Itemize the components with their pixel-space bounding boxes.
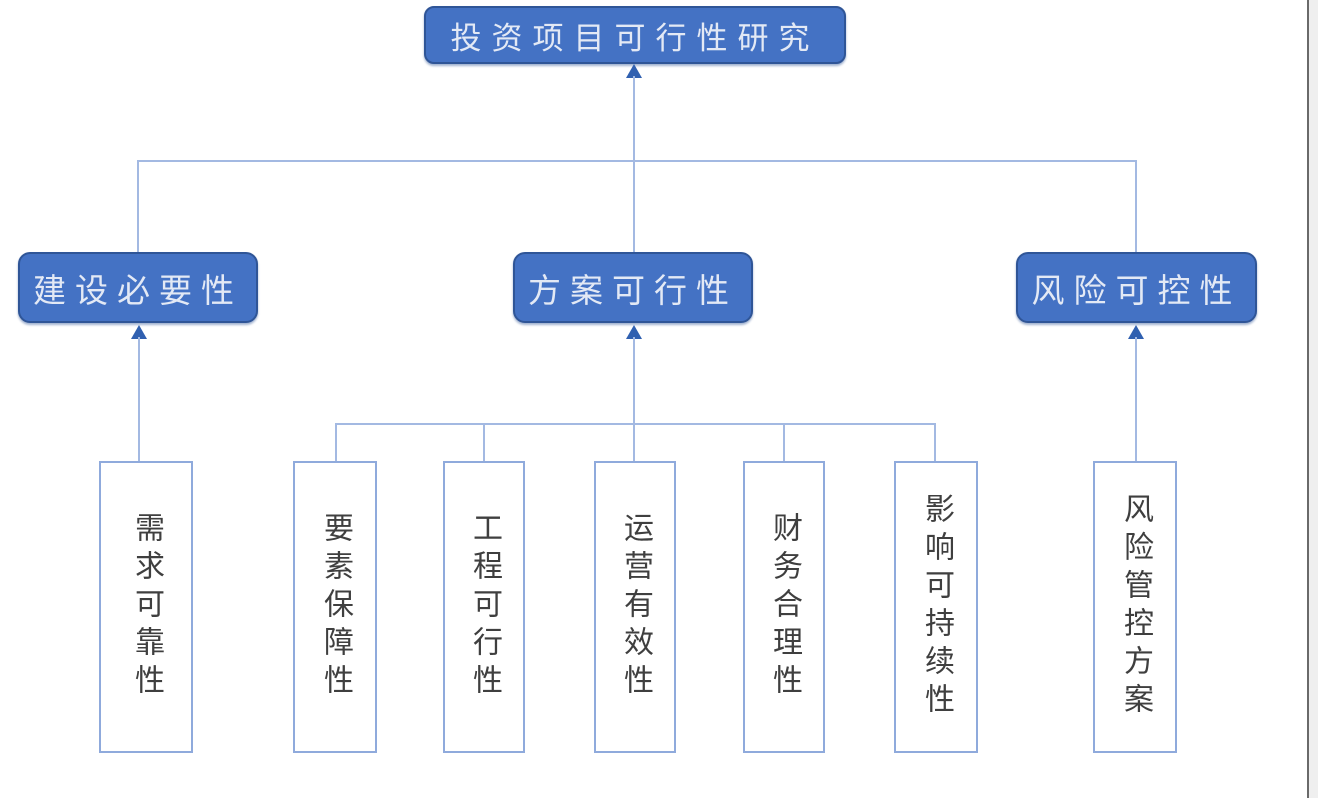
connector-drop-left-branch [137, 160, 139, 252]
connector-root-vertical [633, 76, 635, 252]
leaf-financial-rationality: 财务合理性 [743, 461, 825, 753]
leaf-label: 风险管控方案 [1119, 493, 1152, 721]
leaf-label: 工程可行性 [468, 512, 501, 702]
connector-top-bus [137, 160, 1137, 162]
leaf-label: 运营有效性 [619, 512, 652, 702]
leaf-factor-guarantee: 要素保障性 [293, 461, 377, 753]
node-risk-controllability: 风险可控性 [1016, 252, 1257, 323]
page-edge-strip [1309, 0, 1318, 798]
node-label: 风险可控性 [1031, 273, 1242, 310]
connector-left-leaf-vertical [138, 337, 140, 461]
node-label: 建设必要性 [33, 273, 243, 310]
node-label: 方案可行性 [528, 273, 738, 310]
node-plan-feasibility: 方案可行性 [513, 252, 753, 323]
leaf-operation-effectiveness: 运营有效性 [594, 461, 676, 753]
leaf-label: 财务合理性 [768, 512, 801, 702]
leaf-impact-sustainability: 影响可持续性 [894, 461, 978, 753]
leaf-label: 需求可靠性 [130, 512, 163, 702]
node-build-necessity: 建设必要性 [18, 252, 258, 323]
arrowhead-right-branch-icon [1128, 325, 1144, 339]
connector-drop-right-branch [1135, 160, 1137, 252]
node-investment-feasibility-root: 投资项目可行性研究 [424, 6, 846, 64]
connector-stub-financial [783, 423, 785, 461]
node-label: 投资项目可行性研究 [450, 20, 820, 56]
arrowhead-root-icon [626, 64, 642, 78]
connector-right-leaf-vertical [1135, 337, 1137, 461]
connector-stub-engineering [483, 423, 485, 461]
leaf-engineering-feasibility: 工程可行性 [443, 461, 525, 753]
connector-middle-bus [335, 423, 936, 425]
leaf-demand-reliability: 需求可靠性 [99, 461, 193, 753]
connector-stub-factor [335, 423, 337, 461]
leaf-risk-control-plan: 风险管控方案 [1093, 461, 1177, 753]
leaf-label: 影响可持续性 [920, 493, 953, 721]
arrowhead-middle-branch-icon [626, 325, 642, 339]
leaf-label: 要素保障性 [319, 512, 352, 702]
page-edge-line [1307, 0, 1309, 798]
connector-middle-vertical [633, 337, 635, 461]
connector-stub-impact [934, 423, 936, 461]
arrowhead-left-branch-icon [131, 325, 147, 339]
